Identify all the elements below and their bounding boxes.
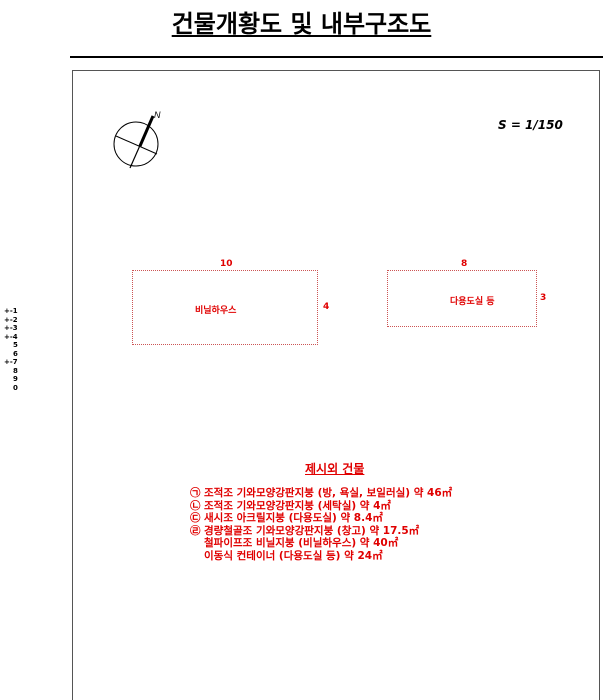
building-utility-room [387,270,537,327]
drawing-frame [72,70,600,700]
greenhouse-height: 4 [323,302,330,312]
note-text: 이동식 컨테이너 (다용도실 등) 약 24㎡ [204,549,383,562]
note-mark: ㉡ [190,499,201,512]
note-mark: ㉠ [190,487,201,499]
title-text: 건물개황도 및 내부구조도 [171,10,432,38]
note-text: 조적조 기와모양강판지붕 (방, 욕실, 보일러실) 약 46㎡ [204,487,453,499]
legend-item: +-2 [4,315,18,324]
north-label: N [154,110,161,120]
utility-width: 8 [461,259,468,269]
legend-item: +-1 [4,307,18,315]
greenhouse-width: 10 [220,259,233,269]
note-item: 이동식 컨테이너 (다용도실 등) 약 24㎡ [190,550,452,563]
legend-item: 0 [13,383,18,392]
page-title: 건물개황도 및 내부구조도 [0,4,603,39]
note-mark: ㉣ [190,524,201,537]
note-text: 새시조 아크릴지붕 (다용도실) 약 8.4㎡ [204,512,383,524]
scale-label: S = 1/150 [498,118,563,132]
legend-item: +-3 [4,324,18,332]
note-text: 조적조 기와모양강판지붕 (세탁실) 약 4㎡ [204,499,391,512]
building-greenhouse [132,270,318,345]
note-item: 철파이프조 비닐지붕 (비닐하우스) 약 40㎡ [190,537,452,550]
utility-label: 다용도실 등 [450,297,495,307]
north-compass-icon: N [113,110,161,169]
legend-item: 9 [13,375,18,383]
note-mark: ㉢ [190,512,201,524]
side-legend: +-1 +-2 +-3 +-4 5 6 +-7 8 9 0 [4,307,18,392]
title-divider [70,56,603,58]
note-text: 경량철골조 기와모양강판지붕 (창고) 약 17.5㎡ [204,524,420,537]
legend-item: +-7 [4,358,18,366]
legend-item: 5 [13,341,18,349]
legend-item: 8 [13,366,18,375]
legend-item: +-4 [4,332,18,341]
legend-item: 6 [13,349,18,358]
notes-title: 제시외 건물 [305,462,365,476]
utility-height: 3 [540,293,547,303]
note-text: 철파이프조 비닐지붕 (비닐하우스) 약 40㎡ [204,537,399,549]
greenhouse-label: 비닐하우스 [195,306,237,316]
